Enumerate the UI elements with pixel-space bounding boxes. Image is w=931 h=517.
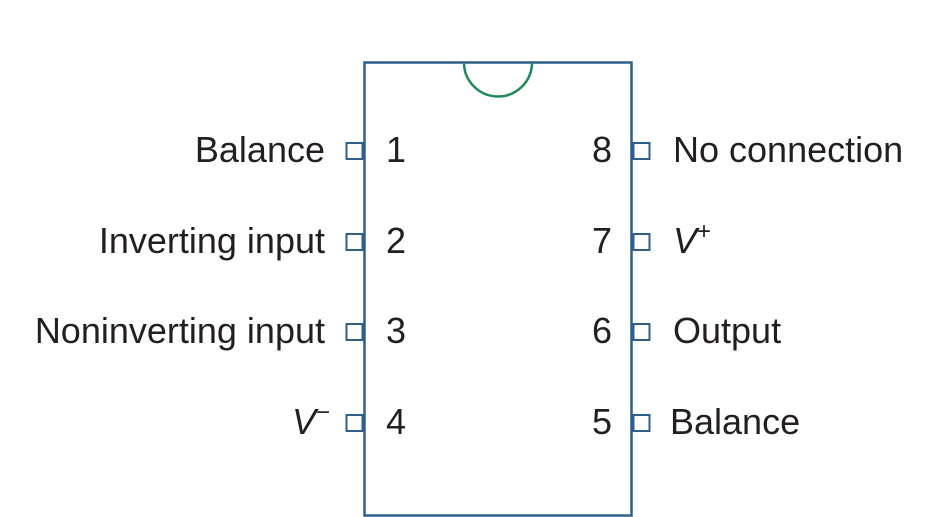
- pin-1-number: 1: [386, 129, 406, 170]
- pin-4-label-main: V: [292, 401, 319, 442]
- pin-3-pad: [345, 323, 364, 341]
- pin-4-number: 4: [386, 401, 406, 442]
- pin-7-label-superscript: +: [697, 218, 711, 245]
- pin-6-number: 6: [592, 310, 612, 351]
- pin-5-pad: [632, 414, 651, 432]
- pin-1-pad: [345, 142, 364, 160]
- pin-6-pad: [632, 323, 651, 341]
- right-pin-5: 5 Balance: [592, 401, 800, 442]
- left-pin-2: 2 Inverting input: [99, 220, 406, 261]
- pin-3-number: 3: [386, 310, 406, 351]
- right-pin-7: 7 V+: [592, 218, 711, 261]
- pin-2-pad: [345, 233, 364, 251]
- pin-8-pad: [632, 142, 651, 160]
- pin-4-pad: [345, 414, 364, 432]
- pin-5-label: Balance: [670, 401, 800, 442]
- pin-8-label: No connection: [673, 129, 903, 170]
- pin-7-label-main: V: [673, 220, 700, 261]
- right-pin-6: 6 Output: [592, 310, 781, 351]
- pin-4-label: V−: [292, 399, 330, 442]
- pin-5-number: 5: [592, 401, 612, 442]
- left-pin-1: 1 Balance: [195, 129, 406, 170]
- pin-8-number: 8: [592, 129, 612, 170]
- orientation-notch: [462, 62, 534, 98]
- pin-7-number: 7: [592, 220, 612, 261]
- pin-7-pad: [632, 233, 651, 251]
- chip-body: [363, 61, 633, 517]
- pin-2-number: 2: [386, 220, 406, 261]
- pin-3-label: Noninverting input: [35, 310, 325, 351]
- pin-6-label: Output: [673, 310, 781, 351]
- right-pin-8: 8 No connection: [592, 129, 903, 170]
- pin-1-label: Balance: [195, 129, 325, 170]
- pin-2-label: Inverting input: [99, 220, 325, 261]
- left-pin-3: 3 Noninverting input: [35, 310, 406, 351]
- pin-4-label-superscript: −: [316, 399, 330, 426]
- left-pin-4: 4 V−: [292, 399, 406, 442]
- pin-7-label: V+: [673, 218, 711, 261]
